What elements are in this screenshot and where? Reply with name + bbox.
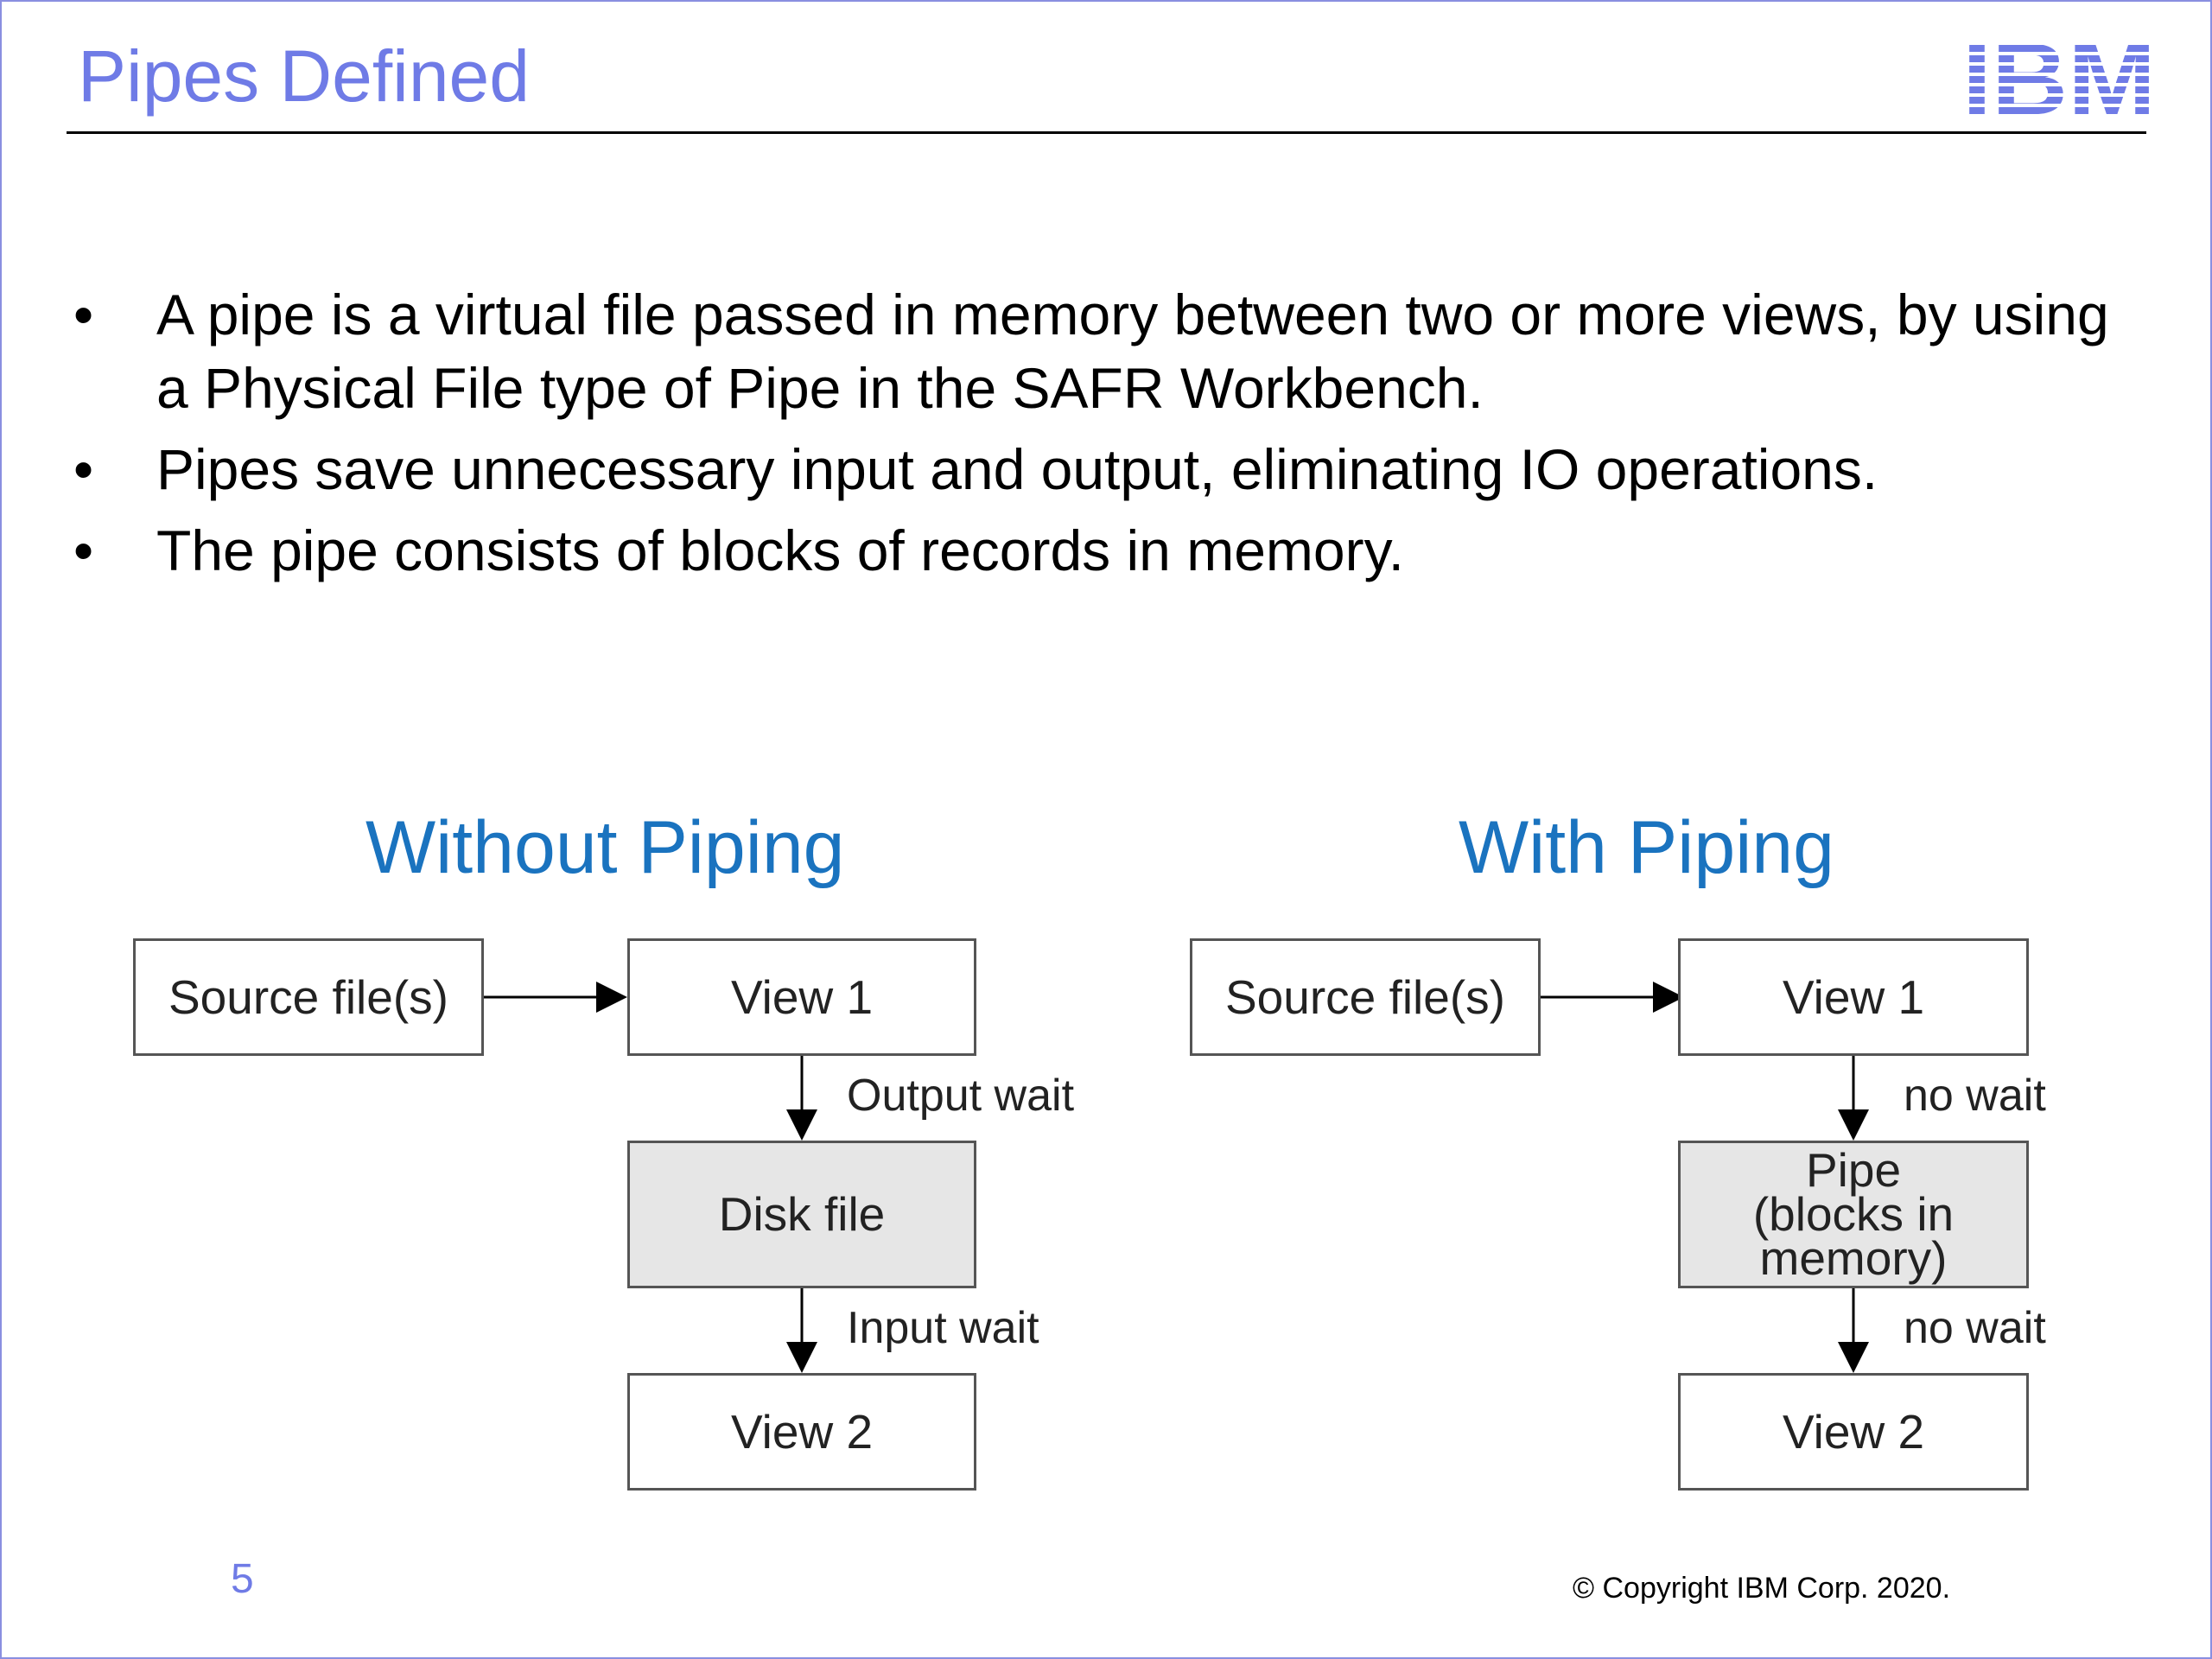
bullet-text: A pipe is a virtual file passed in memor…	[156, 283, 2109, 420]
arrow-view1-to-pipe-right	[1838, 1056, 1869, 1141]
bullet-text: Pipes save unnecessary input and output,…	[156, 437, 1878, 501]
arrow-pipe-to-view2-right	[1838, 1288, 1869, 1373]
bullet-item: • A pipe is a virtual file passed in mem…	[69, 278, 2143, 425]
box-view1-left: View 1	[627, 938, 976, 1056]
slide-title: Pipes Defined	[78, 35, 530, 117]
label-input-wait: Input wait	[847, 1303, 1039, 1353]
bullet-marker: •	[73, 437, 94, 501]
arrow-source-to-view1-left	[484, 982, 627, 1013]
arrow-disk-to-view2-left	[786, 1288, 817, 1373]
label-output-wait: Output wait	[847, 1071, 1075, 1121]
arrow-view1-to-disk-left	[786, 1056, 817, 1141]
ibm-logo-text: IBM	[1962, 35, 2156, 118]
label-no-wait-bottom: no wait	[1904, 1303, 2046, 1353]
label-no-wait-top: no wait	[1904, 1071, 2046, 1121]
arrow-source-to-view1-right	[1541, 982, 1684, 1013]
page-number: 5	[231, 1556, 254, 1602]
box-view1-right: View 1	[1678, 938, 2029, 1056]
pipe-box-label: Pipe (blocks in memory)	[1752, 1143, 1955, 1285]
title-divider	[67, 131, 2146, 134]
box-pipe: Pipe (blocks in memory)	[1678, 1141, 2029, 1288]
heading-with-piping: With Piping	[1459, 806, 1834, 889]
bullet-item: • The pipe consists of blocks of records…	[69, 514, 2143, 588]
bullet-marker: •	[73, 518, 94, 582]
box-disk-file: Disk file	[627, 1141, 976, 1288]
bullet-list: • A pipe is a virtual file passed in mem…	[69, 278, 2143, 595]
bullet-text: The pipe consists of blocks of records i…	[156, 518, 1405, 582]
box-source-files-left: Source file(s)	[133, 938, 484, 1056]
ibm-logo: IBM	[1962, 35, 2156, 118]
bullet-item: • Pipes save unnecessary input and outpu…	[69, 433, 2143, 506]
heading-without-piping: Without Piping	[365, 806, 845, 889]
box-view2-left: View 2	[627, 1373, 976, 1491]
copyright-notice: © Copyright IBM Corp. 2020.	[1573, 1572, 1951, 1605]
box-source-files-right: Source file(s)	[1190, 938, 1541, 1056]
bullet-marker: •	[73, 283, 94, 346]
box-view2-right: View 2	[1678, 1373, 2029, 1491]
